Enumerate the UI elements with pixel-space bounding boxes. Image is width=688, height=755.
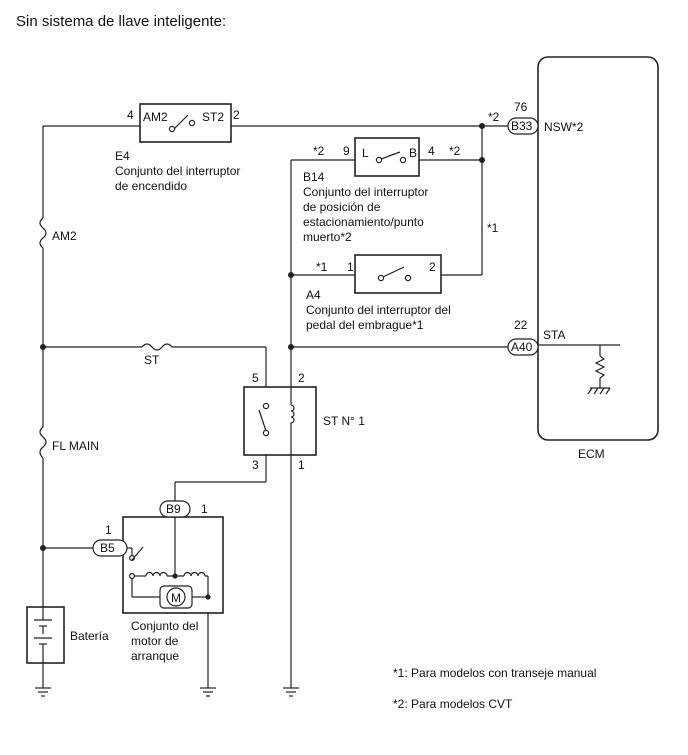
svg-text:B: B	[409, 146, 417, 160]
svg-text:FL MAIN: FL MAIN	[52, 439, 99, 453]
footnote-2: *2: Para modelos CVT	[393, 697, 513, 711]
svg-text:1: 1	[347, 260, 354, 274]
svg-text:B33: B33	[511, 119, 533, 133]
svg-text:AM2: AM2	[52, 229, 77, 243]
svg-text:estacionamiento/punto: estacionamiento/punto	[303, 215, 424, 229]
note-star1: *1	[487, 221, 499, 235]
svg-text:L: L	[362, 146, 369, 160]
svg-text:ECM: ECM	[578, 447, 605, 461]
svg-text:Conjunto del: Conjunto del	[131, 619, 198, 633]
svg-text:E4: E4	[115, 149, 130, 163]
svg-text:3: 3	[252, 458, 259, 472]
svg-text:*2: *2	[313, 144, 325, 158]
svg-text:2: 2	[233, 108, 240, 122]
svg-text:A4: A4	[306, 288, 321, 302]
svg-text:1: 1	[105, 523, 112, 537]
starter-motor-assembly: B9 1 B5 1 M Conjunto del motor de arranq…	[92, 500, 224, 663]
svg-text:Batería: Batería	[70, 629, 109, 643]
clutch-pedal-switch-a4: *1 1 2 A4 Conjunto del interruptor del p…	[306, 254, 451, 332]
svg-text:de encendido: de encendido	[115, 179, 187, 193]
svg-text:22: 22	[514, 318, 528, 332]
svg-text:Conjunto del interruptor del: Conjunto del interruptor del	[306, 303, 451, 317]
svg-text:1: 1	[201, 502, 208, 516]
svg-text:1: 1	[298, 458, 305, 472]
svg-text:B14: B14	[303, 170, 325, 184]
svg-text:M: M	[171, 591, 181, 605]
svg-text:pedal del embrague*1: pedal del embrague*1	[306, 318, 424, 332]
svg-text:*1: *1	[316, 260, 328, 274]
svg-text:A40: A40	[511, 340, 533, 354]
svg-text:76: 76	[514, 100, 528, 114]
footnote-1: *1: Para modelos con transeje manual	[393, 666, 596, 680]
svg-text:arranque: arranque	[131, 649, 179, 663]
svg-text:Conjunto del interruptor: Conjunto del interruptor	[115, 164, 240, 178]
svg-text:AM2: AM2	[143, 110, 168, 124]
ground-symbols	[35, 687, 299, 697]
svg-text:muerto*2: muerto*2	[303, 230, 352, 244]
junction-dots	[40, 123, 485, 551]
svg-text:de posición de: de posición de	[303, 200, 381, 214]
fuse-fl-main: FL MAIN	[39, 426, 99, 459]
svg-text:2: 2	[429, 260, 436, 274]
ignition-switch-e4: AM2 ST2 4 2 E4 Conjunto del interruptor …	[115, 103, 240, 193]
svg-text:4: 4	[428, 144, 435, 158]
svg-text:STA: STA	[543, 328, 565, 342]
diagram-title: Sin sistema de llave inteligente:	[16, 13, 226, 30]
svg-text:B5: B5	[100, 541, 115, 555]
relay-st-no1: 5 2 3 1 ST N° 1	[243, 371, 365, 472]
svg-text:motor de: motor de	[131, 634, 179, 648]
svg-text:NSW*2: NSW*2	[544, 120, 584, 134]
ecm: ECM B33 76 *2 NSW*2 A40 22 STA	[488, 56, 659, 461]
battery: Batería	[26, 606, 109, 664]
wires	[42, 125, 508, 688]
svg-text:*2: *2	[449, 144, 461, 158]
svg-text:9: 9	[343, 144, 350, 158]
svg-text:ST N° 1: ST N° 1	[323, 414, 365, 428]
svg-text:B9: B9	[166, 502, 181, 516]
svg-text:*2: *2	[488, 110, 500, 124]
svg-text:5: 5	[252, 371, 259, 385]
park-neutral-switch-b14: L B *2 9 4 *2 B14 Conjunto del interrupt…	[303, 137, 461, 244]
svg-text:4: 4	[127, 108, 134, 122]
svg-text:ST2: ST2	[202, 110, 224, 124]
fuse-am2: AM2	[39, 217, 77, 249]
fuse-st: ST	[141, 343, 173, 367]
svg-text:ST: ST	[144, 353, 160, 367]
svg-text:2: 2	[298, 371, 305, 385]
svg-text:Conjunto del interruptor: Conjunto del interruptor	[303, 185, 428, 199]
